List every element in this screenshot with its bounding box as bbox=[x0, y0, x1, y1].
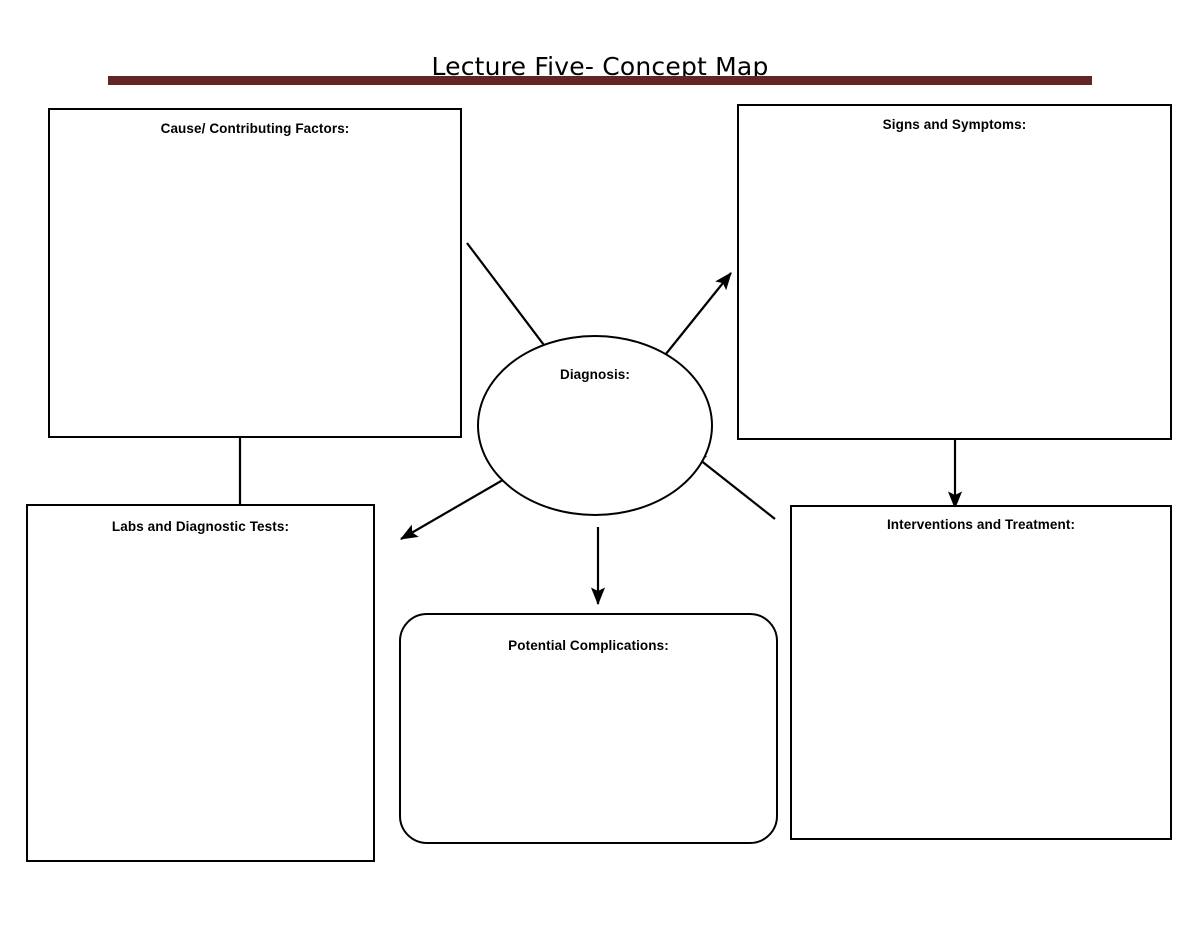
node-interventions-label: Interventions and Treatment: bbox=[886, 517, 1076, 532]
node-labs-label: Labs and Diagnostic Tests: bbox=[111, 519, 290, 534]
node-cause-contributing-factors[interactable]: Cause/ Contributing Factors: bbox=[48, 108, 462, 438]
node-labs-and-diagnostic-tests[interactable]: Labs and Diagnostic Tests: bbox=[26, 504, 375, 862]
title-divider bbox=[108, 76, 1092, 85]
node-cause-label: Cause/ Contributing Factors: bbox=[160, 121, 350, 136]
node-signs-label: Signs and Symptoms: bbox=[882, 117, 1027, 132]
node-diagnosis[interactable]: Diagnosis: bbox=[477, 335, 713, 516]
node-interventions-and-treatment[interactable]: Interventions and Treatment: bbox=[790, 505, 1172, 840]
node-complications-label: Potential Complications: bbox=[508, 638, 669, 653]
node-signs-and-symptoms[interactable]: Signs and Symptoms: bbox=[737, 104, 1172, 440]
node-potential-complications[interactable]: Potential Complications: bbox=[399, 613, 778, 844]
connector-diagnosis-to-labs bbox=[400, 476, 509, 540]
node-diagnosis-label: Diagnosis: bbox=[559, 367, 630, 382]
